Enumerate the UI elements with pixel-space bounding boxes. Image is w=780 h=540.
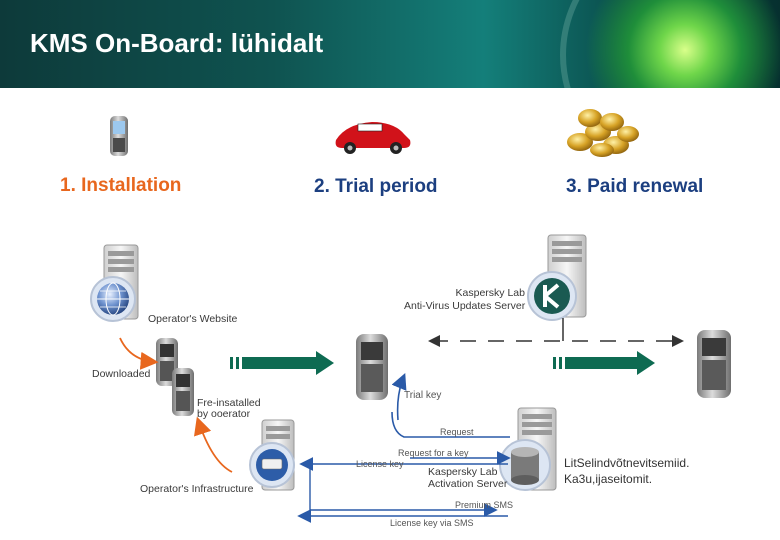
label-license-key: License key	[356, 459, 404, 469]
label-downloaded: Downloaded	[92, 368, 151, 380]
label-preinstalled-line2: by ooerator	[197, 408, 251, 420]
globe-icon	[90, 276, 136, 322]
label-request: Request	[440, 427, 474, 437]
side-note: LitSelindvõtnevitsemiid. Ka3u,ijaseitomi…	[564, 455, 689, 487]
label-premium-sms: Premium SMS	[455, 500, 514, 510]
preinstall-arrow	[194, 416, 233, 473]
phone-icon-top	[110, 116, 128, 156]
page-title: KMS On-Board: lühidalt	[30, 28, 324, 58]
header-banner: KMS On-Board: lühidalt	[0, 0, 780, 88]
label-operators-website: Operator's Website	[148, 313, 238, 325]
label-trial-key: Trial key	[404, 390, 442, 401]
phone-icon-paid	[697, 330, 731, 398]
side-note-line2: Ka3u,ijaseitomit.	[564, 472, 653, 486]
step-installation-heading: 1. Installation	[60, 175, 182, 196]
green-arrow-install-to-trial	[230, 351, 334, 375]
label-preinstalled: Fre-insatalled by ooerator	[197, 398, 261, 420]
green-arrow-trial-to-paid	[553, 351, 655, 375]
label-updates-server: Kaspersky Lab	[455, 287, 525, 299]
trial-key-arrow	[391, 373, 407, 421]
step-trial-heading: 2. Trial period	[314, 176, 438, 197]
label-updates-server-line1: Kaspersky Lab	[455, 287, 525, 299]
kaspersky-logo-icon	[527, 271, 577, 321]
request-arrow	[391, 411, 510, 438]
label-request-for-key: Request for a key	[398, 448, 469, 458]
label-operators-infrastructure: Operator's Infrastructure	[140, 483, 254, 495]
label-activation-server-line1: Kaspersky Lab	[428, 466, 498, 478]
label-license-key-via-sms: License key via SMS	[390, 518, 474, 528]
coins-icon	[567, 109, 639, 157]
phone-icon-preinstalled	[172, 368, 194, 416]
operator-infrastructure-server-icon	[249, 419, 295, 491]
label-preinstalled-line1: Fre-insatalled	[197, 397, 261, 409]
step-paid-heading: 3. Paid renewal	[566, 176, 704, 197]
label-updates-server-line2: Anti-Virus Updates Server	[404, 300, 526, 312]
database-icon	[499, 439, 551, 491]
label-activation-server-line2: Activation Server	[428, 478, 508, 490]
side-note-line1: LitSelindvõtnevitsemiid.	[564, 456, 690, 470]
label-activation-server: Kaspersky Lab Activation Server	[428, 466, 507, 490]
download-arrow	[119, 337, 159, 370]
header-ring-decoration	[560, 0, 780, 88]
phone-icon-trial	[356, 334, 388, 400]
test-drive-car-icon	[335, 122, 411, 154]
